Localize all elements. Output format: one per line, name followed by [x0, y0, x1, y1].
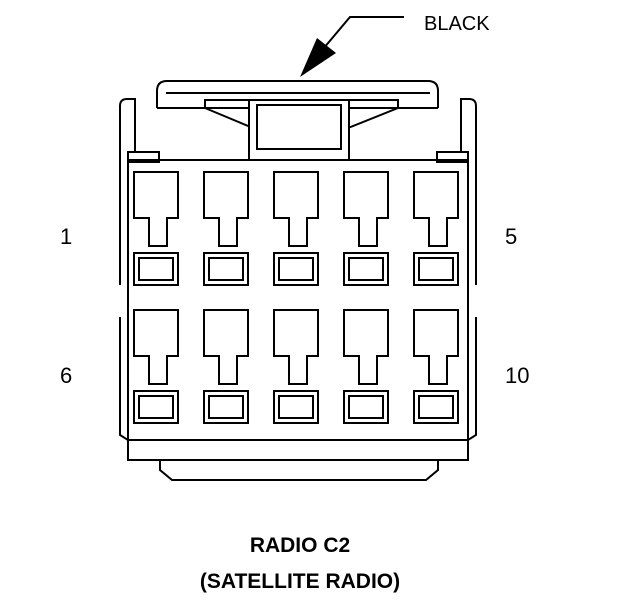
terminal-slot	[343, 309, 389, 385]
pin-label-10: 10	[505, 363, 529, 388]
pin-cavity-2	[203, 171, 249, 286]
contact-window-inner	[138, 395, 174, 419]
contact-window	[413, 390, 459, 424]
terminal-slot	[133, 171, 179, 247]
connector-body	[119, 159, 477, 481]
contact-window-inner	[348, 395, 384, 419]
leader-arrow	[300, 38, 336, 77]
contact-window	[343, 252, 389, 286]
pin-cavity-8	[273, 309, 319, 424]
pin-label-1: 1	[60, 224, 72, 249]
contact-window-inner	[278, 395, 314, 419]
color-leader	[300, 16, 404, 77]
terminal-slot	[133, 309, 179, 385]
pin-cavity-6	[133, 309, 179, 424]
pin-cavity-7	[203, 309, 249, 424]
pin-cavities	[133, 171, 459, 424]
pin-cavity-5	[413, 171, 459, 286]
pin-label-6: 6	[60, 363, 72, 388]
contact-window	[203, 390, 249, 424]
terminal-slot	[203, 309, 249, 385]
terminal-slot	[273, 309, 319, 385]
terminal-slot	[413, 309, 459, 385]
contact-window-inner	[418, 257, 454, 281]
caption-connector-name: RADIO C2	[250, 534, 350, 557]
contact-window	[343, 390, 389, 424]
terminal-slot	[203, 171, 249, 247]
caption-connector-desc: (SATELLITE RADIO)	[200, 570, 400, 593]
pin-cavity-1	[133, 171, 179, 286]
terminal-slot	[343, 171, 389, 247]
contact-window-inner	[348, 257, 384, 281]
leader-line	[317, 16, 404, 56]
contact-window-inner	[208, 395, 244, 419]
contact-window	[133, 390, 179, 424]
pin-cavity-3	[273, 171, 319, 286]
terminal-slot	[273, 171, 319, 247]
connector-top-latch	[156, 80, 439, 161]
contact-window	[273, 390, 319, 424]
contact-window	[133, 252, 179, 286]
wire-color-label: BLACK	[424, 13, 490, 35]
pin-label-5: 5	[505, 224, 517, 249]
pin-cavity-9	[343, 309, 389, 424]
contact-window	[203, 252, 249, 286]
contact-window-inner	[208, 257, 244, 281]
connector-right-ear	[436, 98, 477, 163]
connector-left-ear	[119, 98, 160, 163]
pin-cavity-10	[413, 309, 459, 424]
contact-window	[273, 252, 319, 286]
contact-window-inner	[278, 257, 314, 281]
contact-window-inner	[418, 395, 454, 419]
contact-window	[413, 252, 459, 286]
terminal-slot	[413, 171, 459, 247]
contact-window-inner	[138, 257, 174, 281]
pin-cavity-4	[343, 171, 389, 286]
